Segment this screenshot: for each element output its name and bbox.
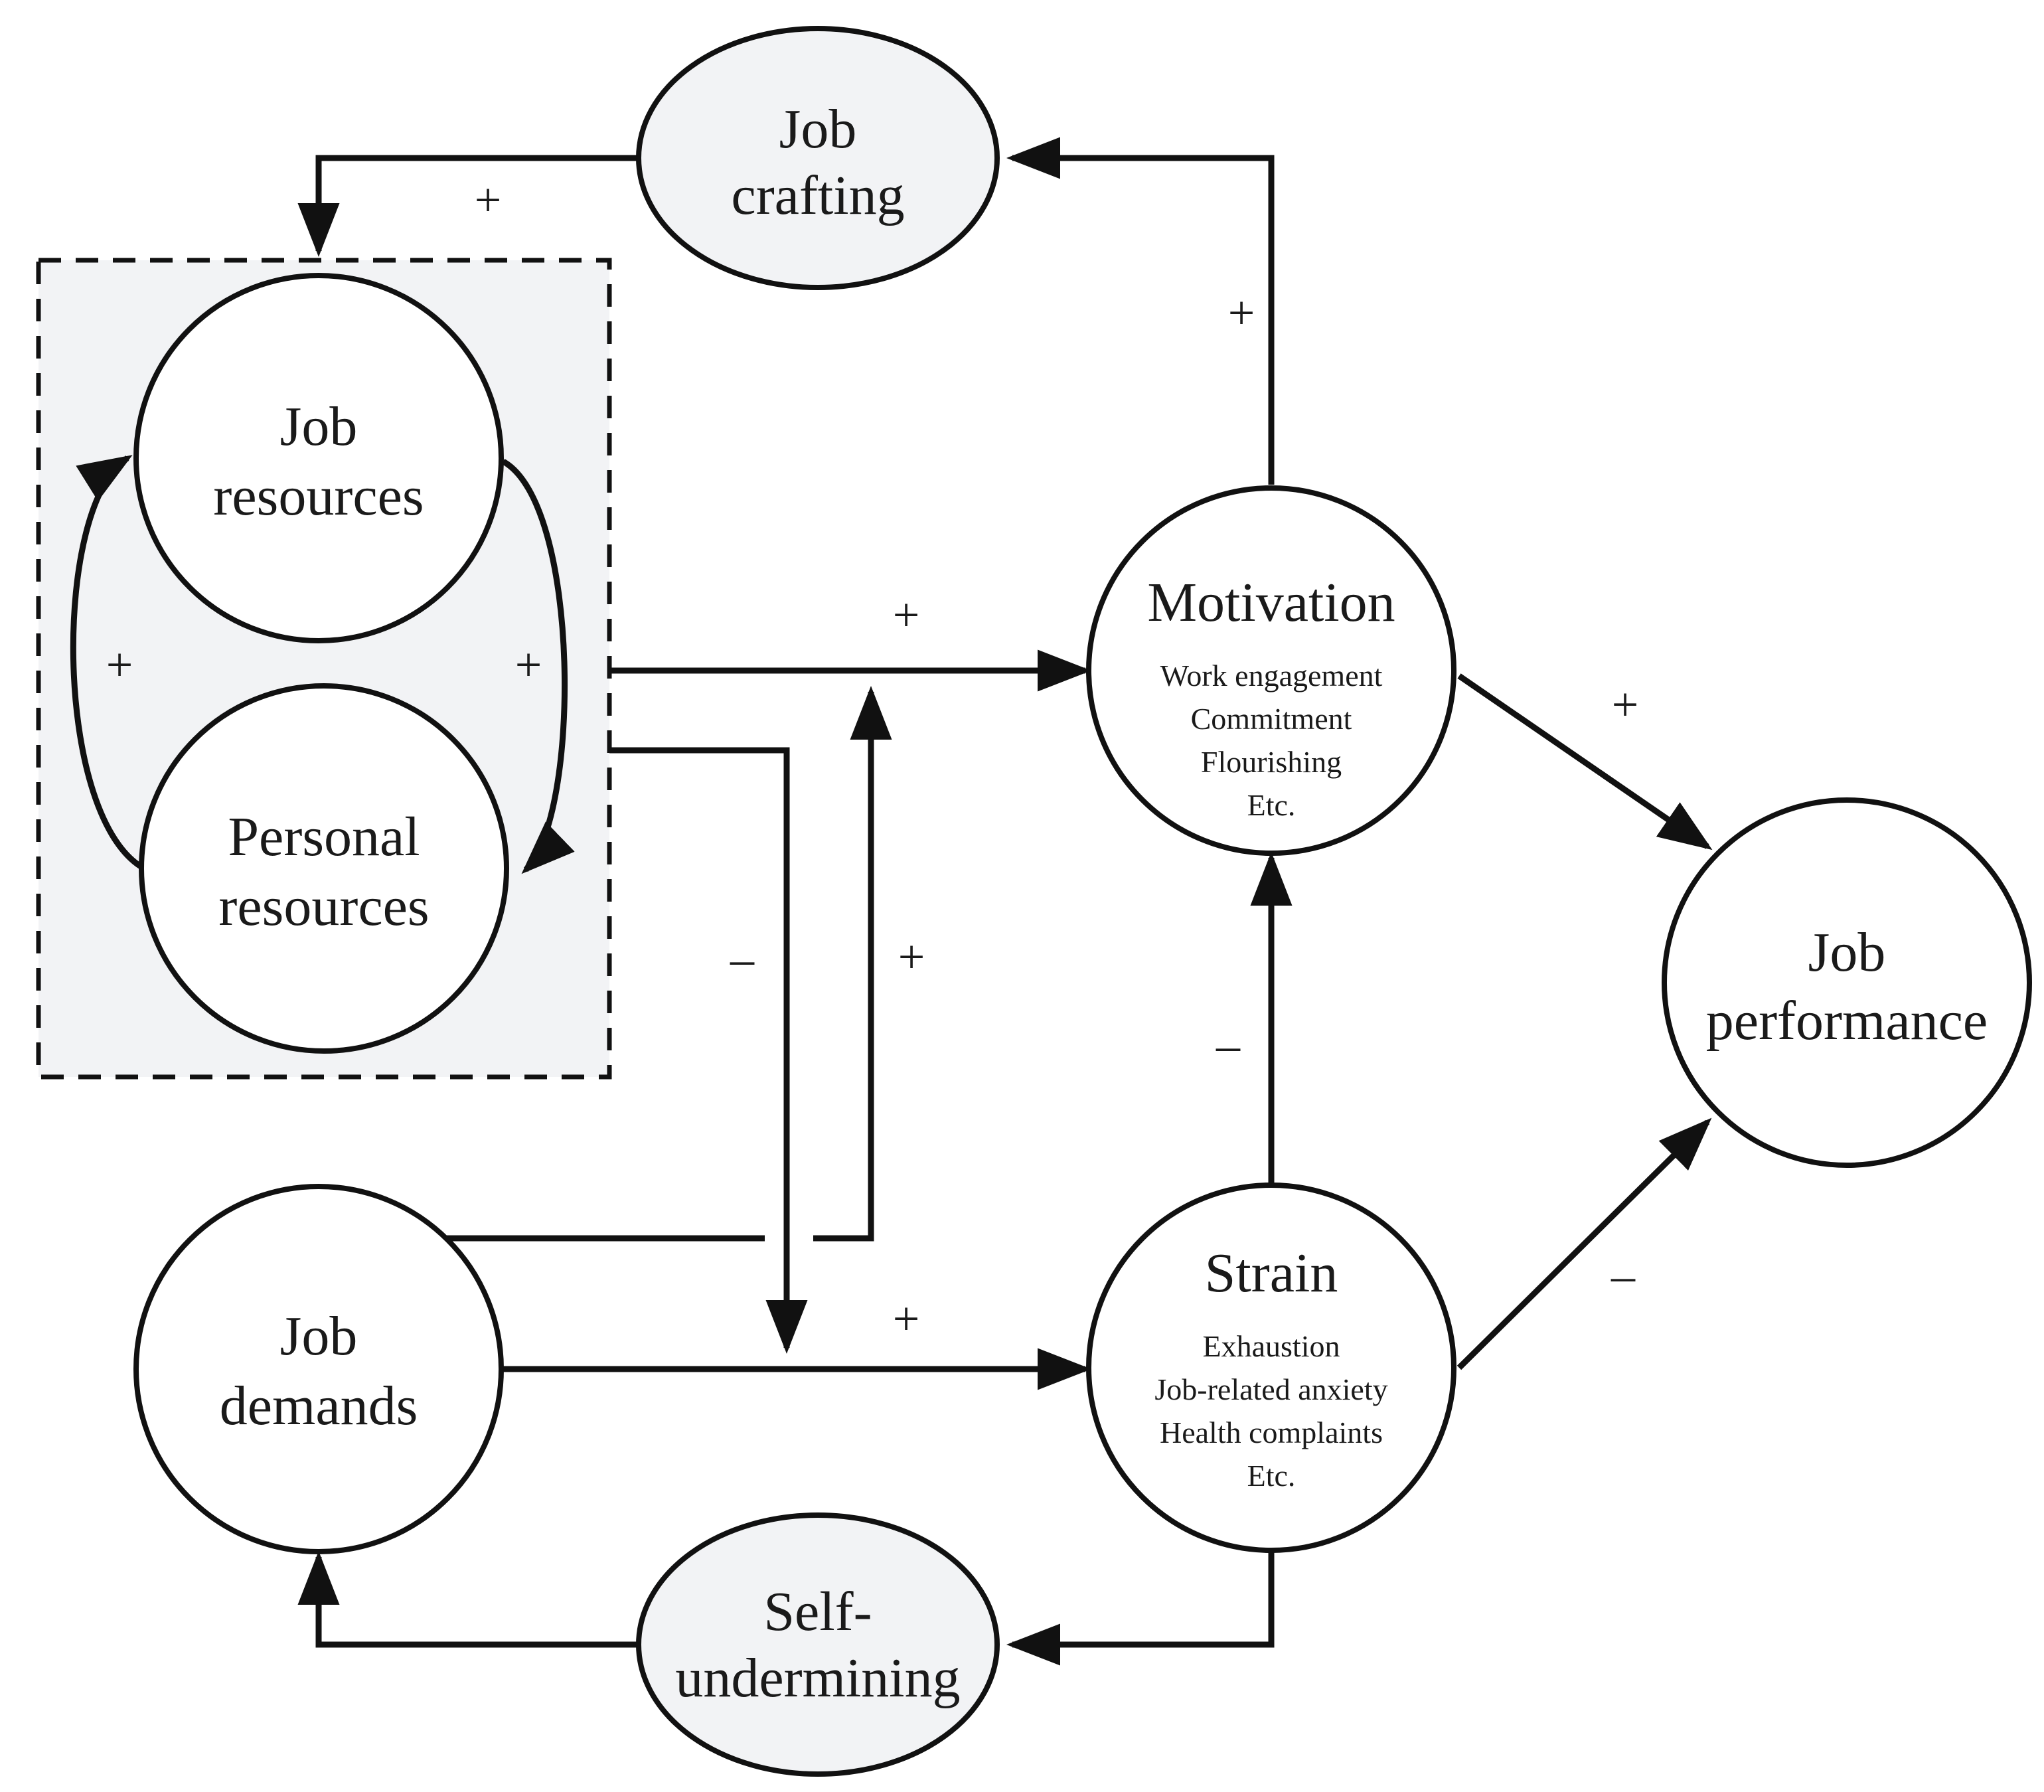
strain-item: Exhaustion [1203,1329,1340,1363]
motivation-title: Motivation [1147,572,1395,633]
sign-motivation-to-crafting: + [1228,286,1255,339]
motivation-item: Work engagement [1160,659,1383,692]
motivation-item: Flourishing [1201,745,1342,779]
sign-resources-loop-right: + [515,638,542,691]
sign-strain-to-performance: – [1611,1249,1636,1302]
node-motivation: Motivation Work engagement Commitment Fl… [1086,485,1456,856]
strain-item: Health complaints [1160,1416,1383,1449]
motivation-item: Etc. [1247,788,1296,822]
job-resources-line-1: Job [280,396,358,457]
job-resources-line-2: resources [213,465,424,527]
node-personal-resources: Personal resources [139,683,509,1054]
sign-demands-to-strain: + [893,1292,920,1345]
job-performance-line-1: Job [1808,922,1886,983]
self-undermining-line-2: undermining [675,1647,960,1709]
sign-resources-loop-left: + [106,638,133,691]
node-job-performance: Job performance [1662,797,2032,1168]
sign-resources-to-motivation: + [893,588,920,641]
sign-crafting-to-resources: + [475,173,502,226]
edge-resources-to-strain-moderation [609,747,808,1354]
node-job-resources: Job resources [133,273,504,643]
edge-motivation-to-crafting [1006,137,1275,485]
strain-item: Job-related anxiety [1154,1372,1387,1406]
edge-resources-loop-left [70,455,143,869]
job-demands-line-2: demands [220,1375,418,1437]
motivation-item: Commitment [1191,702,1352,736]
node-strain: Strain Exhaustion Job-related anxiety He… [1086,1182,1456,1553]
edge-resources-loop-right [501,459,575,874]
self-undermining-line-1: Self- [763,1581,872,1643]
sign-resources-to-strain: – [730,932,755,985]
personal-resources-line-1: Personal [228,806,420,868]
edge-motivation-to-performance [1457,673,1713,851]
job-crafting-line-2: crafting [731,165,904,226]
job-demands-line-1: Job [280,1305,358,1367]
strain-title: Strain [1205,1242,1338,1304]
edge-strain-to-performance [1456,1117,1712,1370]
sign-strain-to-motivation: – [1216,1018,1241,1072]
job-crafting-line-1: Job [779,98,857,160]
job-performance-line-2: performance [1706,990,1988,1052]
node-self-undermining: Self- undermining [636,1512,1000,1777]
sign-motivation-to-performance: + [1612,678,1639,731]
node-job-crafting: Job crafting [636,26,1000,290]
sign-demands-to-motivation: + [898,930,925,983]
personal-resources-line-2: resources [218,876,429,937]
edge-strain-to-undermining [1006,1547,1275,1666]
node-job-demands: Job demands [133,1184,504,1554]
strain-item: Etc. [1247,1459,1296,1493]
edge-crafting-to-resources [297,155,637,257]
edge-undermining-to-demands [297,1551,637,1648]
edge-demands-to-motivation-moderation [445,692,871,1242]
